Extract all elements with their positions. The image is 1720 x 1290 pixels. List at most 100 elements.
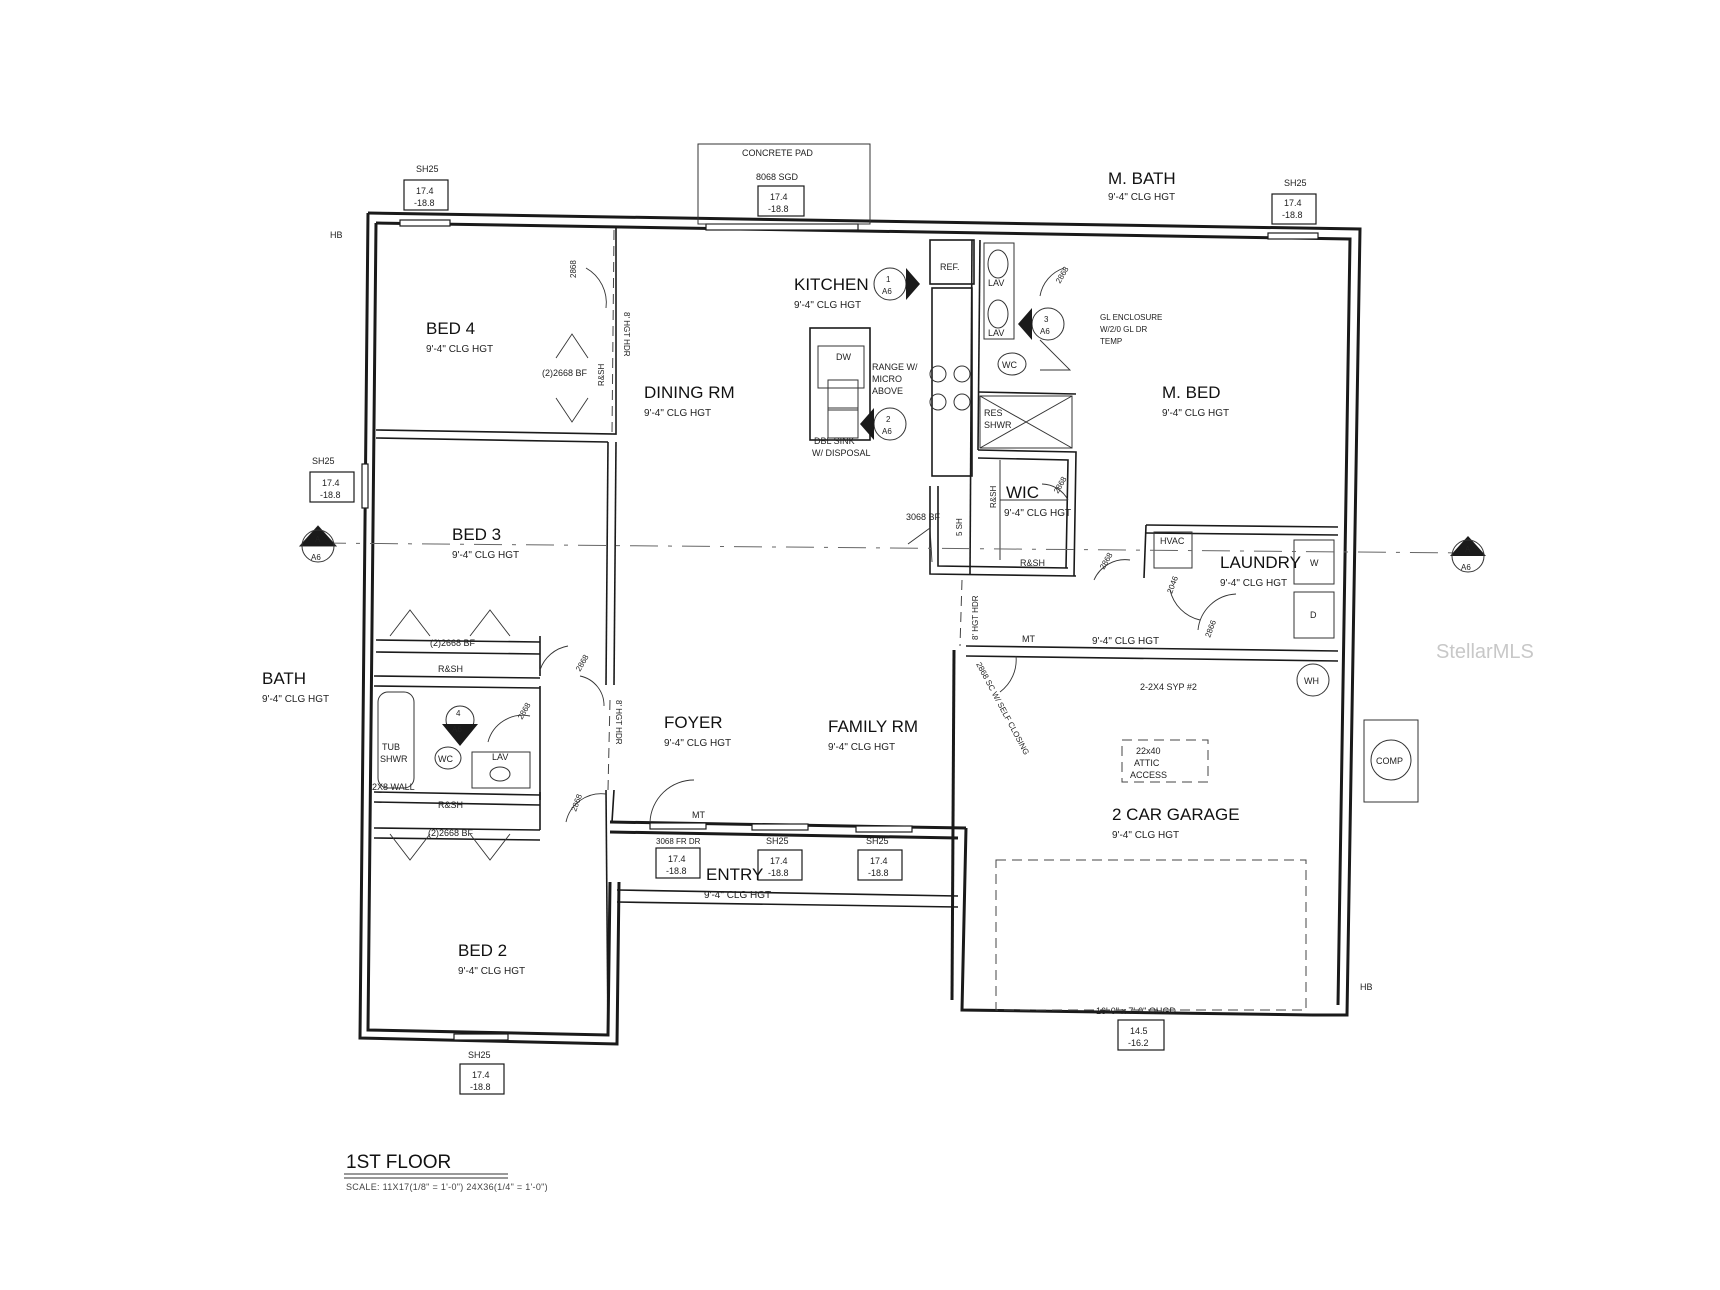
sgd-tag-a: 17.4 [770, 192, 788, 202]
mbath-ceiling: 9'-4" CLG HGT [1108, 192, 1175, 203]
range-label-2: MICRO [872, 374, 902, 384]
attic-label-2: ATTIC [1134, 758, 1160, 768]
gl-enclosure-label-1: GL ENCLOSURE [1100, 313, 1162, 322]
lav-label-1: LAV [988, 278, 1004, 288]
bed2-label: BED 2 [458, 941, 507, 960]
laundry-label: LAUNDRY [1220, 553, 1301, 572]
gl-enclosure-label-2: W/2/0 GL DR [1100, 325, 1147, 334]
section-west-sheet: A6 [311, 553, 321, 562]
bath-rsh-label: R&SH [438, 800, 463, 810]
door-2868-hall: 2868 [1098, 551, 1115, 571]
ohgd-tag-b: -16.2 [1128, 1038, 1149, 1048]
door-3068bf-label: 3068 BF [906, 512, 941, 522]
comp-label: COMP [1376, 756, 1403, 766]
door-swings [389, 267, 1237, 861]
bed3-rsh-label: R&SH [438, 664, 463, 674]
wic-rsh-label: R&SH [1020, 558, 1045, 568]
door-2868-bed4: 2868 [569, 260, 578, 278]
detail-2-sheet: A6 [882, 427, 892, 436]
bed4-label: BED 4 [426, 319, 475, 338]
wic-label: WIC [1006, 483, 1039, 502]
mbed-label: M. BED [1162, 383, 1221, 402]
bed4-rsh-label: R&SH [597, 364, 606, 386]
garage-label: 2 CAR GARAGE [1112, 805, 1240, 824]
lav-label-2: LAV [988, 328, 1004, 338]
wic-ceiling: 9'-4" CLG HGT [1004, 508, 1071, 519]
bath-ceiling: 9'-4" CLG HGT [262, 694, 329, 705]
fr-dr-tag-a: 17.4 [668, 854, 686, 864]
tub-label-1: TUB [382, 742, 400, 752]
door-2046-hvac: 2046 [1165, 574, 1180, 594]
concrete-pad-label: CONCRETE PAD [742, 148, 813, 158]
door-2868-mbath: 2868 [1054, 265, 1071, 285]
ref-label: REF. [940, 262, 960, 272]
window-tag-ne-a: 17.4 [1284, 198, 1302, 208]
window-tag-nw-b: -18.8 [414, 198, 435, 208]
entry-window-tag-1-a: 17.4 [770, 856, 788, 866]
laundry-ceiling: 9'-4" CLG HGT [1220, 578, 1287, 589]
entry-window-tag-1-b: -18.8 [768, 868, 789, 878]
entry-label: ENTRY [706, 865, 763, 884]
sgd-tag-b: -18.8 [768, 204, 789, 214]
wic-rsh-vert-label: R&SH [989, 486, 998, 508]
section-cut-line [317, 542, 1471, 554]
section-west-letter: A [315, 535, 321, 544]
detail-1-num: 1 [886, 275, 891, 284]
window-5sh-label: 5 SH [955, 518, 964, 536]
window-tag-s-a: 17.4 [472, 1070, 490, 1080]
window-tag-s-b: -18.8 [470, 1082, 491, 1092]
ohgd-tag: 16'-0" x 7'-0" OHGD [1096, 1006, 1176, 1016]
window-tag-nw: SH25 [416, 164, 439, 174]
wc-label-mbath: WC [1002, 360, 1017, 370]
window-tag-w-b: -18.8 [320, 490, 341, 500]
foyer-ceiling: 9'-4" CLG HGT [664, 738, 731, 749]
bath-label: BATH [262, 669, 306, 688]
syp-label: 2-2X4 SYP #2 [1140, 682, 1197, 692]
window-tag-nw-a: 17.4 [416, 186, 434, 196]
tub-label-2: SHWR [380, 754, 408, 764]
kitchen-label: KITCHEN [794, 275, 869, 294]
mt-label-entry: MT [692, 810, 705, 820]
detail-2-num: 2 [886, 415, 891, 424]
range-label-1: RANGE W/ [872, 362, 918, 372]
hose-bib-se: HB [1360, 982, 1373, 992]
bed2-ceiling: 9'-4" CLG HGT [458, 966, 525, 977]
hgt-hdr-label-foyer: 8' HGT HDR [614, 700, 623, 745]
water-heater-label: WH [1304, 676, 1319, 686]
res-shwr-label-2: SHWR [984, 420, 1012, 430]
entry-window-tag-2: SH25 [866, 836, 889, 846]
door-2868-bath: 2868 [516, 701, 533, 721]
windows [361, 219, 1319, 1041]
section-east-letter: A [1465, 545, 1471, 554]
bed3-label: BED 3 [452, 525, 501, 544]
door-2868-bed3: 2868 [574, 653, 591, 673]
section-east-sheet: A6 [1461, 563, 1471, 572]
dining-label: DINING RM [644, 383, 735, 402]
detail-3-sheet: A6 [1040, 327, 1050, 336]
dryer-label: D [1310, 610, 1317, 620]
bed3-closet-label: (2)2668 BF [430, 638, 476, 648]
window-tag-ne: SH25 [1284, 178, 1307, 188]
mbath-label: M. BATH [1108, 169, 1176, 188]
bed2-closet-label: (2)2668 BF [428, 828, 474, 838]
interior-walls [373, 228, 1339, 1036]
wc-label-bath: WC [438, 754, 453, 764]
fr-dr-tag-b: -18.8 [666, 866, 687, 876]
detail-markers [298, 267, 1486, 746]
detail-1-sheet: A6 [882, 287, 892, 296]
hgt-hdr-label-hall: 8' HGT HDR [971, 595, 980, 640]
window-tag-w-a: 17.4 [322, 478, 340, 488]
scale-note: SCALE: 11X17(1/8" = 1'-0") 24X36(1/4" = … [346, 1182, 548, 1192]
attic-label-3: ACCESS [1130, 770, 1167, 780]
foyer-label: FOYER [664, 713, 723, 732]
entry-window-tag-2-a: 17.4 [870, 856, 888, 866]
fixtures [377, 249, 1419, 803]
washer-label: W [1310, 558, 1319, 568]
sgd-tag: 8068 SGD [756, 172, 799, 182]
detail-3-num: 3 [1044, 315, 1049, 324]
entry-window-tag-2-b: -18.8 [868, 868, 889, 878]
fr-dr-tag: 3068 FR DR [656, 837, 701, 846]
detail-4-num: 4 [456, 709, 461, 718]
door-2868-wic: 2868 [1052, 475, 1069, 495]
